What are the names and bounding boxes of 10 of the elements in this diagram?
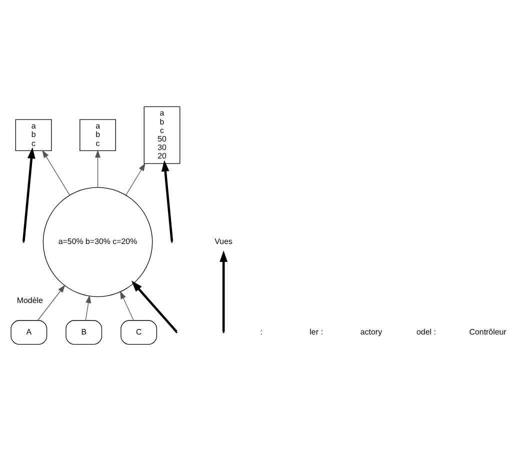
arrow	[37, 284, 66, 321]
arrow	[126, 163, 146, 196]
arrow	[120, 290, 134, 321]
arrow	[85, 295, 92, 321]
arrow	[22, 147, 36, 242]
arrow	[95, 150, 101, 188]
arrow	[42, 150, 70, 196]
arrow	[220, 250, 228, 332]
arrow	[131, 280, 178, 332]
arrow	[161, 160, 174, 242]
